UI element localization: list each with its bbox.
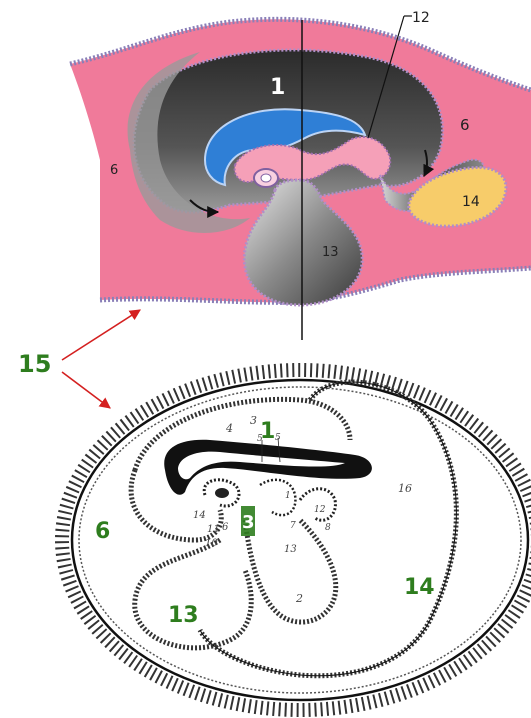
label-3: 3 bbox=[242, 512, 255, 533]
small-label-14: 14 bbox=[193, 510, 206, 521]
label-13-bottom: 13 bbox=[168, 603, 199, 628]
small-label-16: 16 bbox=[398, 482, 412, 495]
arrow-to-bottom bbox=[62, 372, 110, 408]
label-13-top: 13 bbox=[322, 245, 339, 260]
small-label-12: 12 bbox=[314, 505, 326, 515]
label-1-top: 1 bbox=[270, 75, 285, 100]
small-label-10: 10 bbox=[205, 538, 218, 549]
label-12: 12 bbox=[412, 10, 430, 26]
small-label-4: 4 bbox=[225, 422, 233, 435]
small-label-7: 7 bbox=[290, 521, 296, 531]
small-label-2: 2 bbox=[295, 592, 303, 605]
label-14-top: 14 bbox=[462, 194, 480, 210]
cluster-core bbox=[261, 174, 271, 182]
small-label-5b: 5 bbox=[275, 433, 281, 443]
label-14-bottom: 14 bbox=[404, 575, 435, 600]
small-label-5a: 5 bbox=[257, 434, 263, 444]
small-label-6: 6 bbox=[222, 522, 229, 533]
chorion-outer bbox=[72, 380, 528, 700]
arrow-to-top bbox=[62, 310, 140, 360]
bottom-section-diagram: 1 3 6 13 14 4 3 5 5 16 14 11 6 10 13 2 7… bbox=[62, 370, 531, 710]
label-15: 15 bbox=[18, 350, 51, 378]
small-label-11: 11 bbox=[207, 524, 220, 535]
label-6-right: 6 bbox=[460, 116, 470, 134]
label-6-bottom: 6 bbox=[95, 519, 110, 544]
small-label-3: 3 bbox=[250, 414, 257, 427]
small-label-13: 13 bbox=[284, 544, 297, 555]
top-section-diagram: 1 6 6 12 13 14 bbox=[70, 10, 531, 340]
label-6-left: 6 bbox=[110, 163, 118, 178]
callout-15: 15 bbox=[18, 310, 140, 408]
small-label-8: 8 bbox=[325, 523, 331, 533]
inner-curl-core bbox=[215, 488, 229, 498]
small-label-1: 1 bbox=[285, 491, 291, 501]
